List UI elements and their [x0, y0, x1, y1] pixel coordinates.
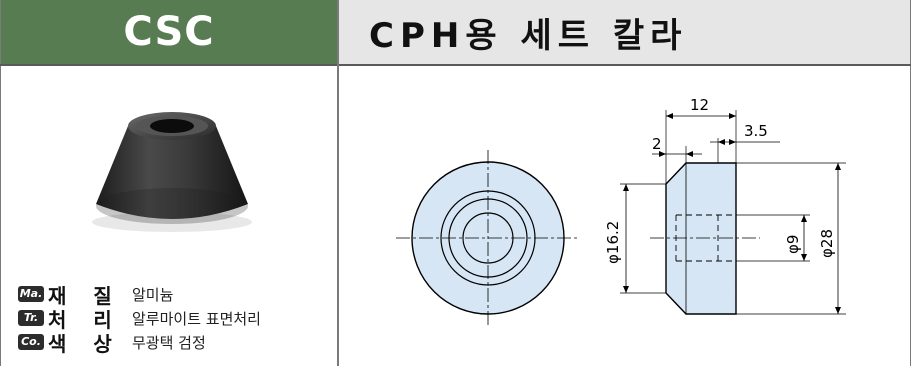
- column-divider: [337, 0, 339, 366]
- dim-total-width: 12: [690, 96, 709, 114]
- spec-material: Ma. 재 질 알미늄: [18, 282, 261, 308]
- product-photo: [92, 112, 252, 232]
- spec-list: Ma. 재 질 알미늄 Tr. 처 리 알루마이트 표면처리 Co. 색 상 무…: [18, 282, 261, 356]
- dim-inner-dia: φ16.2: [604, 221, 622, 264]
- spec-label: 재 질: [48, 283, 122, 308]
- product-title: CPH용 세트 칼라: [339, 0, 910, 64]
- header-divider: [0, 64, 911, 66]
- spec-tag: Co.: [18, 334, 44, 350]
- technical-drawing: 12 3.5 2 φ16.2 φ9 φ28: [396, 96, 846, 326]
- spec-value: 무광택 검정: [132, 333, 206, 352]
- spec-treatment: Tr. 처 리 알루마이트 표면처리: [18, 306, 261, 332]
- spec-value: 알미늄: [132, 285, 174, 304]
- dim-bore-dia: φ9: [784, 235, 802, 254]
- front-view: [396, 150, 580, 326]
- spec-value: 알루마이트 표면처리: [132, 309, 261, 328]
- product-code: CSC: [1, 0, 337, 64]
- spec-tag: Tr.: [18, 310, 44, 326]
- side-view: 12 3.5 2 φ16.2 φ9 φ28: [604, 96, 846, 315]
- dim-outer-dia: φ28: [818, 229, 836, 258]
- dim-step: 3.5: [744, 122, 768, 140]
- spec-label: 색 상: [48, 331, 122, 356]
- dim-chamfer: 2: [652, 135, 662, 153]
- spec-tag: Ma.: [18, 286, 44, 302]
- spec-color: Co. 색 상 무광택 검정: [18, 330, 261, 356]
- spec-label: 처 리: [48, 307, 122, 332]
